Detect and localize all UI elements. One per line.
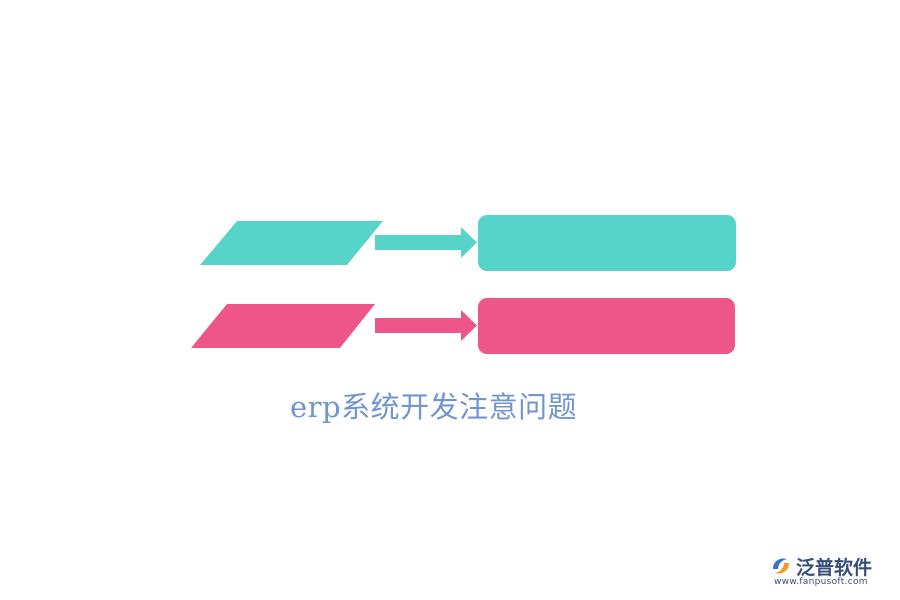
logo-url: www.fanpusoft.com xyxy=(774,577,868,587)
flow-row-2 xyxy=(191,298,735,354)
logo-name: 泛普软件 xyxy=(796,557,873,579)
fanpu-logo: 泛普软件 www.fanpusoft.com xyxy=(770,553,895,595)
row-2-box xyxy=(478,298,735,354)
row-1-arrow-shaft xyxy=(375,235,463,250)
row-1-parallelogram xyxy=(200,221,383,265)
flow-row-1 xyxy=(200,215,736,271)
row-1-arrow-head xyxy=(461,227,477,258)
row-2-arrow-shaft xyxy=(375,318,463,333)
row-1-box xyxy=(478,215,736,271)
row-2-arrow xyxy=(375,310,477,341)
row-1-arrow xyxy=(375,227,477,258)
row-2-arrow-head xyxy=(461,310,477,341)
diagram-caption: erp系统开发注意问题 xyxy=(290,390,578,424)
fanpu-logo-icon xyxy=(773,558,789,574)
row-2-parallelogram xyxy=(191,304,375,348)
